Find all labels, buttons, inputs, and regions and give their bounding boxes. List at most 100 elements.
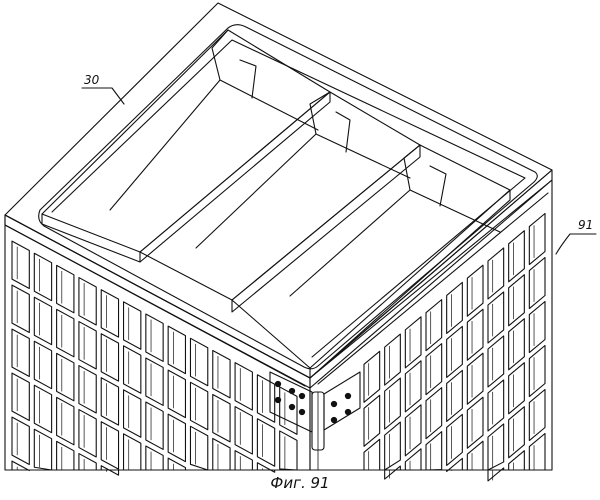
leader-line-30: [82, 88, 124, 104]
right-louvre-cell: [447, 458, 463, 471]
right-louvre-cell: [488, 248, 504, 299]
right-louvre-cell: [488, 380, 504, 431]
left-louvre-cell: [235, 363, 252, 410]
leader-line-91: [556, 234, 596, 254]
left-louvre-cell: [34, 429, 51, 470]
left-louvre-cell: [124, 390, 141, 437]
right-louvre-cell: [529, 258, 545, 309]
left-louvre-cell: [79, 278, 96, 325]
hinge-screw: [289, 404, 294, 409]
left-louvre-cell: [57, 309, 74, 356]
right-louvre-cell: [405, 405, 421, 456]
left-louvre-cell: [101, 378, 118, 425]
right-louvre-cell: [447, 370, 463, 421]
left-louvre-cell: [257, 375, 274, 422]
hinge-screw: [275, 397, 280, 402]
left-louvre-cell: [34, 341, 51, 388]
left-louvre-cell: [57, 265, 74, 312]
callout-label-30: 30: [84, 73, 100, 87]
right-louvre-cell: [488, 292, 504, 343]
left-louvre-cell: [57, 441, 74, 470]
right-louvre-cell: [509, 275, 525, 326]
tray-1: [42, 30, 330, 262]
right-louvre-cell: [385, 422, 401, 470]
left-louvre-cell: [168, 370, 185, 417]
left-louvre-cell: [12, 241, 29, 288]
left-louvre-cell: [79, 410, 96, 457]
right-louvre-cell: [488, 424, 504, 470]
left-louvre-cell: [235, 451, 252, 470]
hinge-screws: [275, 381, 350, 422]
right-louvre-cell: [447, 326, 463, 377]
left-louvre-cell: [146, 314, 163, 361]
tray-3: [232, 145, 510, 378]
right-louvre-cell: [467, 397, 483, 448]
left-louvre-cell: [190, 382, 207, 429]
right-louvre-cell: [405, 449, 421, 470]
left-louvre-cell: [34, 253, 51, 300]
right-louvre-cell: [426, 388, 442, 439]
right-louvre-cell: [529, 214, 545, 265]
hinge-screw: [331, 401, 336, 406]
callout-30: 30: [82, 73, 124, 104]
right-louvre-cell: [385, 334, 401, 385]
left-louvre-cell: [280, 387, 297, 434]
left-louvre-cell: [34, 297, 51, 344]
left-louvre-cell: [257, 419, 274, 466]
right-louvre-cell: [529, 390, 545, 441]
right-louvre-cell: [385, 378, 401, 429]
hinge-screw: [331, 417, 336, 422]
left-louvre-cell: [146, 402, 163, 449]
top-frame-lip: [5, 170, 552, 388]
left-louvre-cell: [190, 426, 207, 470]
right-louvre-cell: [509, 451, 525, 470]
hinge-screw: [299, 393, 304, 398]
right-louvre-cell: [509, 363, 525, 414]
right-louvre-cell: [405, 317, 421, 368]
right-louvre-cell: [467, 309, 483, 360]
right-louvre-cell: [447, 282, 463, 333]
left-louvre-cell: [213, 350, 230, 397]
figure-caption: Фиг. 91: [0, 474, 600, 492]
left-louvre-cell: [57, 353, 74, 400]
right-louvre-cell: [467, 353, 483, 404]
right-louvre-cell: [509, 231, 525, 282]
left-louvre-cell: [12, 417, 29, 464]
hinge: [270, 372, 360, 470]
left-louvre-cell: [213, 438, 230, 470]
right-louvre-cell: [529, 302, 545, 353]
left-louvre-cell: [124, 434, 141, 470]
right-louvre-cell: [405, 361, 421, 412]
right-louvre-cell: [509, 319, 525, 370]
left-louvre-cell: [79, 366, 96, 413]
right-louvre-cell: [364, 351, 380, 402]
hinge-plate-right: [324, 372, 360, 430]
left-louvre-cell: [146, 358, 163, 405]
left-louvre-cell: [101, 334, 118, 381]
right-louvre-cell: [426, 344, 442, 395]
right-louvre-cell: [488, 336, 504, 387]
left-louvre-cell: [280, 431, 297, 470]
right-louvre-cell: [364, 395, 380, 446]
left-louvre-cell: [79, 322, 96, 369]
right-louvre-cell: [509, 407, 525, 458]
left-louvre-cell: [12, 373, 29, 420]
left-louvre-cell: [213, 394, 230, 441]
left-louvre-cell: [12, 285, 29, 332]
right-louvre-cell: [447, 414, 463, 465]
hinge-screw: [345, 393, 350, 398]
left-louvre-cell: [146, 446, 163, 470]
left-louvre-cell: [124, 302, 141, 349]
top-frame-inner-step: [52, 40, 525, 357]
right-louvre-cell: [467, 265, 483, 316]
callout-label-91: 91: [578, 218, 593, 232]
left-louvre-cell: [101, 422, 118, 469]
hinge-screw: [289, 388, 294, 393]
hinge-screw: [299, 409, 304, 414]
left-louvre-cell: [168, 326, 185, 373]
right-louvre-cell: [529, 346, 545, 397]
left-louvre-cell: [34, 385, 51, 432]
left-louvre-cell: [168, 414, 185, 461]
right-face: [310, 180, 552, 481]
